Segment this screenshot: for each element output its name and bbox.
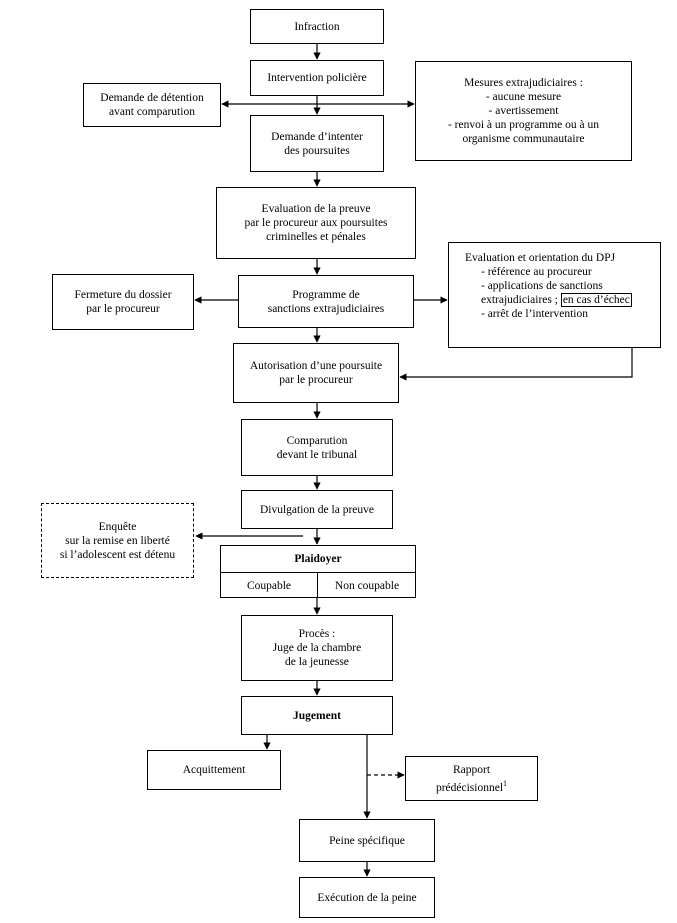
plaidoyer-box: Plaidoyer Coupable Non coupable bbox=[220, 545, 416, 598]
mesures-title: Mesures extrajudiciaires : bbox=[464, 77, 583, 89]
rapport-box: Rapport prédécisionnel1 bbox=[405, 756, 538, 801]
mesures-item-3: - renvoi à un programme ou à un bbox=[447, 119, 600, 131]
comparution-line-2: devant le tribunal bbox=[276, 448, 358, 461]
proces-line-1: Procès : bbox=[298, 628, 336, 640]
programme-line-2: sanctions extrajudiciaires bbox=[267, 302, 385, 315]
proces-box: Procès : Juge de la chambre de la jeunes… bbox=[241, 615, 393, 681]
intervention-box: Intervention policière bbox=[250, 60, 384, 96]
execution-label: Exécution de la peine bbox=[317, 891, 417, 904]
enquete-line-3: si l’adolescent est détenu bbox=[59, 548, 176, 561]
divulgation-label: Divulgation de la preuve bbox=[259, 503, 374, 516]
divulgation-box: Divulgation de la preuve bbox=[241, 490, 393, 529]
proces-line-3: de la jeunesse bbox=[285, 656, 349, 668]
acquittement-box: Acquittement bbox=[147, 750, 281, 790]
dpj-item-3: extrajudiciaires ; bbox=[481, 294, 558, 306]
autorisation-line-2: par le procureur bbox=[279, 374, 353, 386]
programme-box: Programme de sanctions extrajudiciaires bbox=[238, 275, 414, 328]
coupable-label: Coupable bbox=[221, 573, 318, 598]
programme-line-1: Programme de bbox=[292, 288, 360, 301]
mesures-item-1: - aucune mesure bbox=[485, 91, 562, 103]
evaluation-line-1: Evaluation de la preuve bbox=[261, 203, 371, 215]
mesures-box: Mesures extrajudiciaires : - aucune mesu… bbox=[415, 61, 632, 161]
proces-line-2: Juge de la chambre bbox=[272, 642, 362, 654]
acquittement-label: Acquittement bbox=[182, 764, 246, 776]
evaluation-preuve-box: Evaluation de la preuve par le procureur… bbox=[216, 187, 416, 259]
fermeture-line-2: par le procureur bbox=[86, 303, 160, 315]
enquete-box: Enquête sur la remise en liberté si l’ad… bbox=[41, 503, 194, 578]
evaluation-line-3: criminelles et pénales bbox=[266, 231, 366, 243]
jugement-box: Jugement bbox=[241, 696, 393, 735]
dpj-item-1: - référence au procureur bbox=[481, 266, 592, 278]
evaluation-line-2: par le procureur aux poursuites bbox=[244, 217, 388, 229]
dpj-item-2: - applications de sanctions bbox=[481, 280, 603, 292]
infraction-box: Infraction bbox=[250, 9, 384, 44]
dpj-box: Evaluation et orientation du DPJ - référ… bbox=[448, 242, 661, 348]
comparution-box: Comparution devant le tribunal bbox=[241, 419, 393, 476]
infraction-label: Infraction bbox=[294, 20, 340, 33]
mesures-item-2: - avertissement bbox=[488, 105, 559, 117]
peine-box: Peine spécifique bbox=[299, 819, 435, 862]
mesures-item-4: organisme communautaire bbox=[462, 133, 585, 145]
rapport-footnote-marker: 1 bbox=[503, 778, 508, 788]
enquete-line-1: Enquête bbox=[98, 520, 137, 533]
demande-line-2: des poursuites bbox=[284, 144, 350, 157]
rapport-line-1: Rapport bbox=[452, 763, 491, 776]
dpj-title: Evaluation et orientation du DPJ bbox=[465, 252, 616, 264]
detention-line-2: avant comparution bbox=[109, 106, 195, 118]
demande-intenter-box: Demande d’intenter des poursuites bbox=[250, 115, 384, 172]
fermeture-box: Fermeture du dossier par le procureur bbox=[52, 274, 194, 330]
detention-box: Demande de détention avant comparution bbox=[83, 83, 221, 127]
rapport-line-2: prédécisionnel bbox=[435, 781, 504, 794]
non-coupable-label: Non coupable bbox=[334, 579, 400, 592]
jugement-label: Jugement bbox=[293, 709, 341, 722]
autorisation-box: Autorisation d’une poursuite par le proc… bbox=[233, 343, 399, 403]
intervention-label: Intervention policière bbox=[267, 72, 367, 84]
enquete-line-2: sur la remise en liberté bbox=[65, 534, 170, 547]
peine-label: Peine spécifique bbox=[329, 834, 405, 847]
execution-box: Exécution de la peine bbox=[299, 877, 435, 918]
dpj-echec-label: en cas d’échec bbox=[560, 293, 632, 307]
comparution-line-1: Comparution bbox=[286, 434, 348, 447]
dpj-item-4: - arrêt de l’intervention bbox=[481, 308, 588, 320]
detention-line-1: Demande de détention bbox=[100, 92, 204, 104]
fermeture-line-1: Fermeture du dossier bbox=[74, 289, 172, 301]
demande-line-1: Demande d’intenter bbox=[271, 130, 363, 143]
plaidoyer-label: Plaidoyer bbox=[221, 546, 415, 573]
autorisation-line-1: Autorisation d’une poursuite bbox=[249, 360, 383, 372]
